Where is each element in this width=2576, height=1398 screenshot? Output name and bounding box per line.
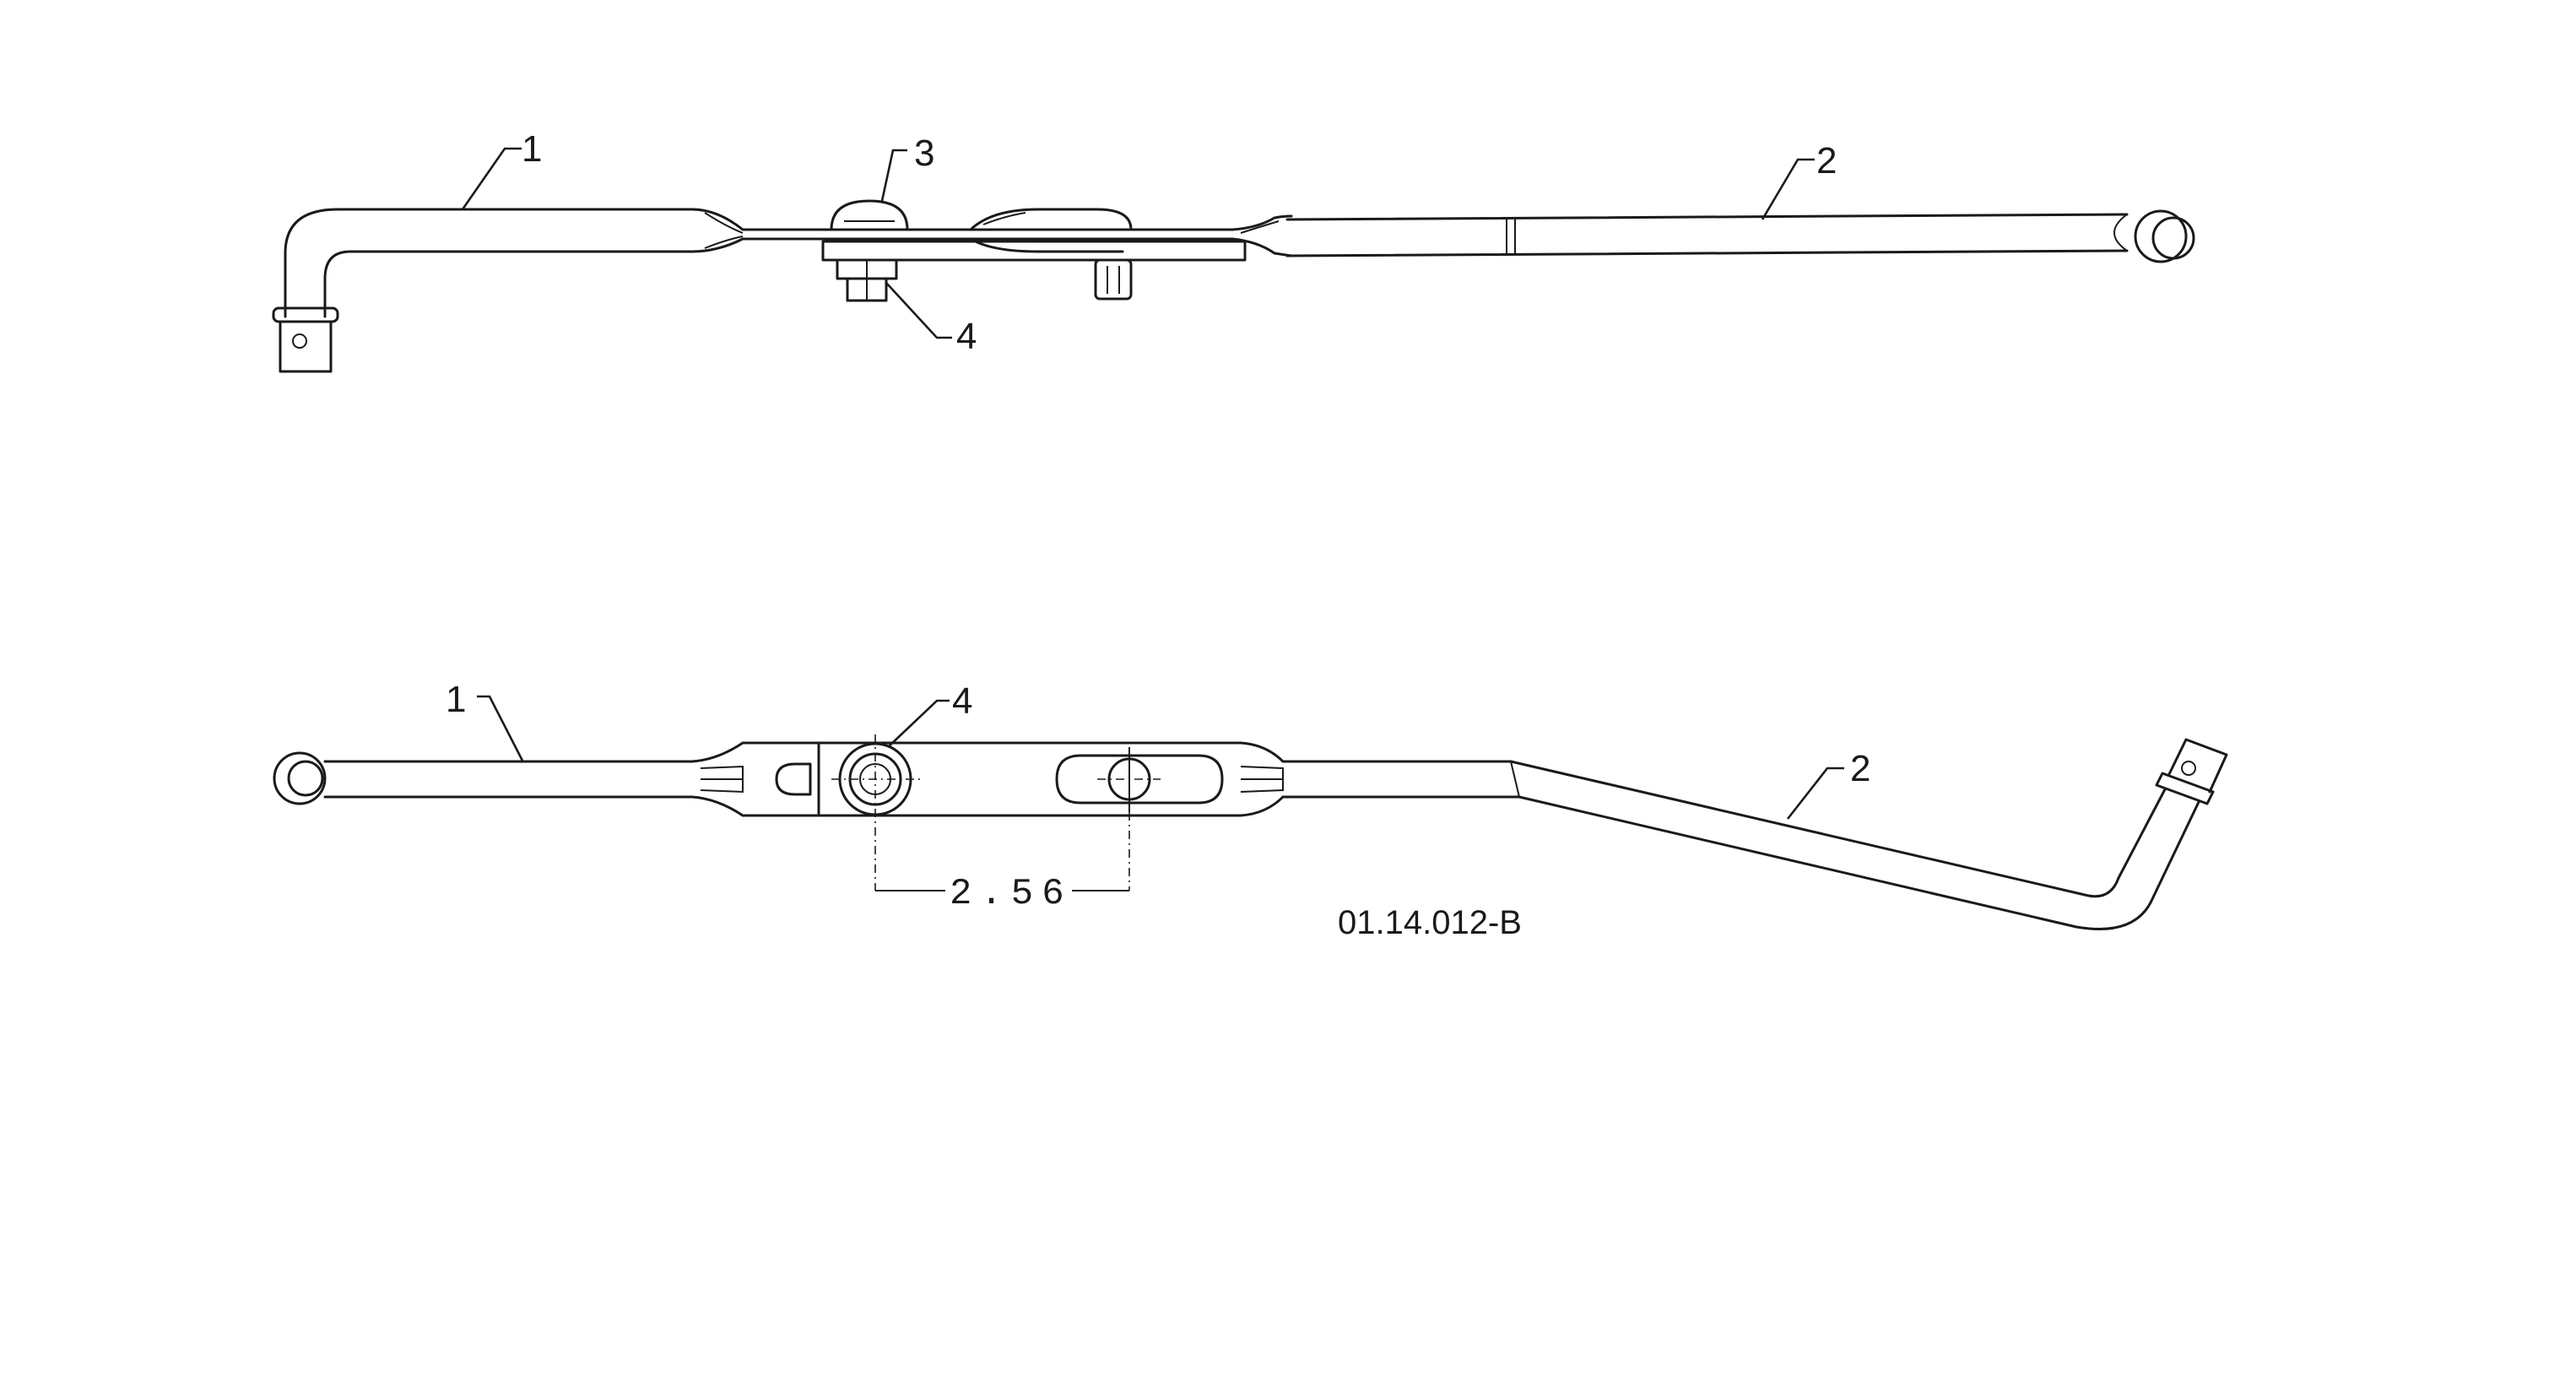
callout-1-top: 1 [522,128,542,170]
rod-2-bottom [1281,738,2228,930]
pin-bottom [1097,747,1161,891]
rod-2-sleeve-top [969,208,1133,301]
nut-4-top [836,258,898,302]
rod-1-top [272,208,761,373]
callout-4-bottom: 4 [952,680,972,722]
callout-2-top: 2 [1816,140,1837,182]
callout-2-bottom: 2 [1850,748,1870,789]
callout-4-top: 4 [956,316,977,357]
top-view-assembly: 1 3 2 4 [272,128,2195,373]
bottom-view-assembly: 2.56 1 4 2 01.14.012-B [273,679,2228,941]
callouts-bottom: 1 4 2 [446,679,1870,820]
drawing-id: 01.14.012-B [1338,904,1522,941]
strap-top [750,228,1247,262]
rod-2-top [1231,209,2195,263]
bolt-3-top [830,199,909,231]
dimension-2-56: 2.56 [875,873,1129,915]
callout-1-bottom: 1 [446,679,466,720]
rod-1-bottom [273,741,744,817]
callout-3-top: 3 [914,133,934,174]
bolt-4-bottom [831,734,920,891]
housing-bottom [741,734,1285,891]
callouts-top: 1 3 2 4 [461,128,1837,357]
dimension-value: 2.56 [950,873,1073,915]
